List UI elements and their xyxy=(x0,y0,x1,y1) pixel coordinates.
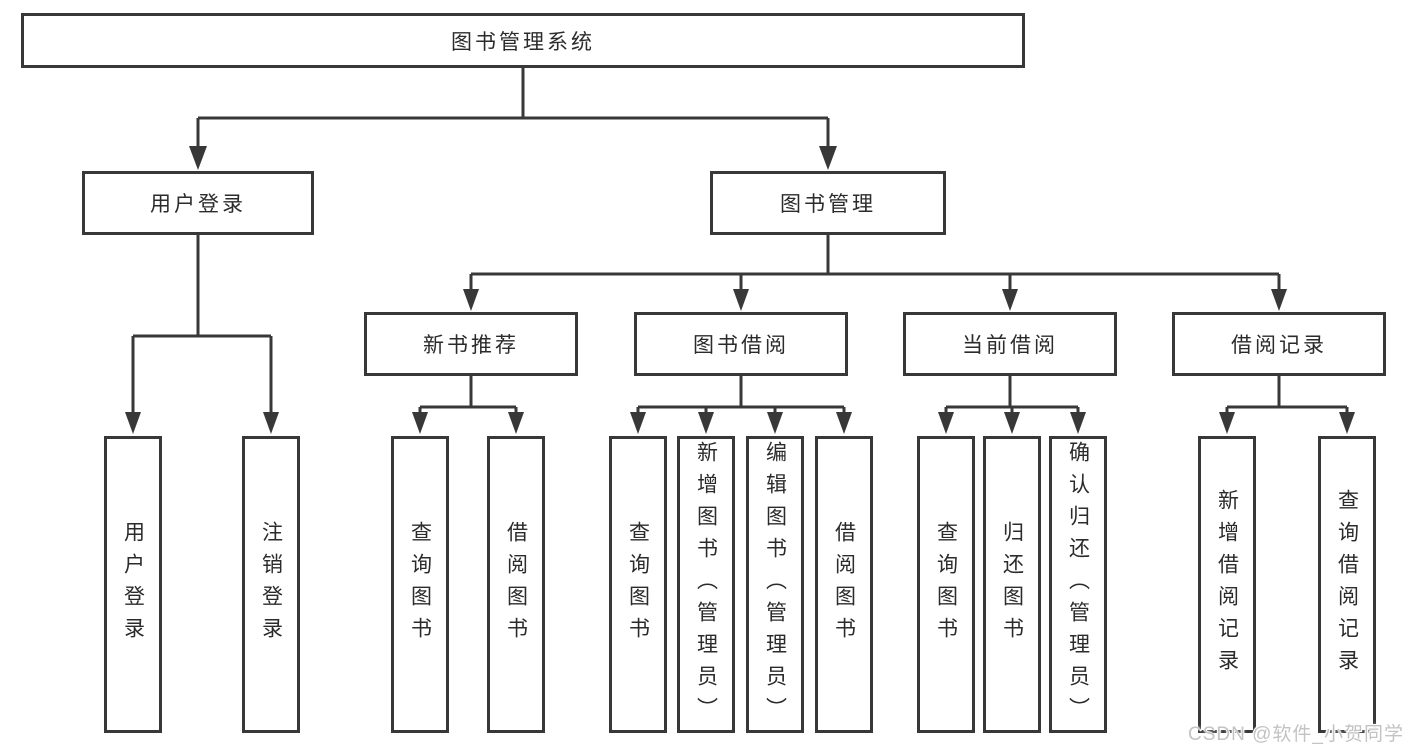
node-cb-confirm-return-admin: 确认归还（管理员） xyxy=(1049,436,1107,733)
node-label: 查询图书 xyxy=(408,520,432,649)
node-label: 当前借阅 xyxy=(962,334,1058,357)
node-cb-return-books: 归还图书 xyxy=(983,436,1041,733)
node-user-login-action: 用户登录 xyxy=(104,436,162,733)
node-label: 编辑图书（管理员） xyxy=(763,440,787,729)
node-book-management: 图书管理 xyxy=(710,171,946,235)
node-cb-query-books: 查询图书 xyxy=(917,436,975,733)
node-br-add-record: 新增借阅记录 xyxy=(1198,436,1256,733)
node-nb-borrow-books: 借阅图书 xyxy=(487,436,545,733)
arrowhead-logout-leaf xyxy=(263,412,279,434)
node-label: 借阅图书 xyxy=(832,520,856,649)
node-label: 确认归还（管理员） xyxy=(1066,440,1090,729)
arrowhead-current-borrow xyxy=(1002,289,1018,311)
node-label: 归还图书 xyxy=(1000,520,1024,649)
arrowhead-login-leaf xyxy=(125,412,141,434)
connector-new-book-children xyxy=(412,376,524,434)
node-library-management-system: 图书管理系统 xyxy=(21,13,1025,68)
arrowhead-book-borrow xyxy=(733,289,749,311)
node-label: 注销登录 xyxy=(259,520,283,649)
arrowhead-borrow-record xyxy=(1271,289,1287,311)
node-label: 新书推荐 xyxy=(423,334,519,357)
node-label: 用户登录 xyxy=(121,520,145,649)
node-label: 图书管理系统 xyxy=(451,30,595,54)
node-label: 查询图书 xyxy=(626,520,650,649)
connector-book-management-children xyxy=(463,235,1287,311)
node-label: 借阅图书 xyxy=(504,520,528,649)
connector-user-login-children xyxy=(125,235,279,434)
node-logout-action: 注销登录 xyxy=(242,436,300,733)
node-label: 新增借阅记录 xyxy=(1215,488,1239,681)
csdn-watermark: CSDN @软件_小贺同学 xyxy=(1188,724,1404,745)
node-bb-add-books-admin: 新增图书（管理员） xyxy=(677,436,735,733)
node-current-borrowing: 当前借阅 xyxy=(903,312,1117,376)
node-br-query-record: 查询借阅记录 xyxy=(1318,436,1376,733)
node-label: 图书借阅 xyxy=(693,334,789,357)
node-borrow-records: 借阅记录 xyxy=(1172,312,1386,376)
node-label: 查询借阅记录 xyxy=(1335,488,1359,681)
node-book-borrowing: 图书借阅 xyxy=(634,312,848,376)
node-label: 用户登录 xyxy=(150,193,246,216)
arrowhead-new-book xyxy=(463,289,479,311)
node-label: 借阅记录 xyxy=(1231,334,1327,357)
node-label: 查询图书 xyxy=(934,520,958,649)
arrowhead-book-management xyxy=(819,146,837,170)
node-bb-borrow-books: 借阅图书 xyxy=(815,436,873,733)
node-label: 图书管理 xyxy=(780,193,876,216)
connector-borrow-record-children xyxy=(1219,376,1355,434)
node-new-book-recommend: 新书推荐 xyxy=(364,312,578,376)
node-bb-query-books: 查询图书 xyxy=(609,436,667,733)
connector-book-borrow-children xyxy=(630,376,852,434)
connector-root-to-level2 xyxy=(189,68,837,170)
arrowhead-user-login xyxy=(189,146,207,170)
node-label: 新增图书（管理员） xyxy=(694,440,718,729)
connector-current-borrow-children xyxy=(938,376,1086,434)
node-bb-edit-books-admin: 编辑图书（管理员） xyxy=(746,436,804,733)
node-user-login: 用户登录 xyxy=(82,171,314,235)
node-nb-query-books: 查询图书 xyxy=(391,436,449,733)
